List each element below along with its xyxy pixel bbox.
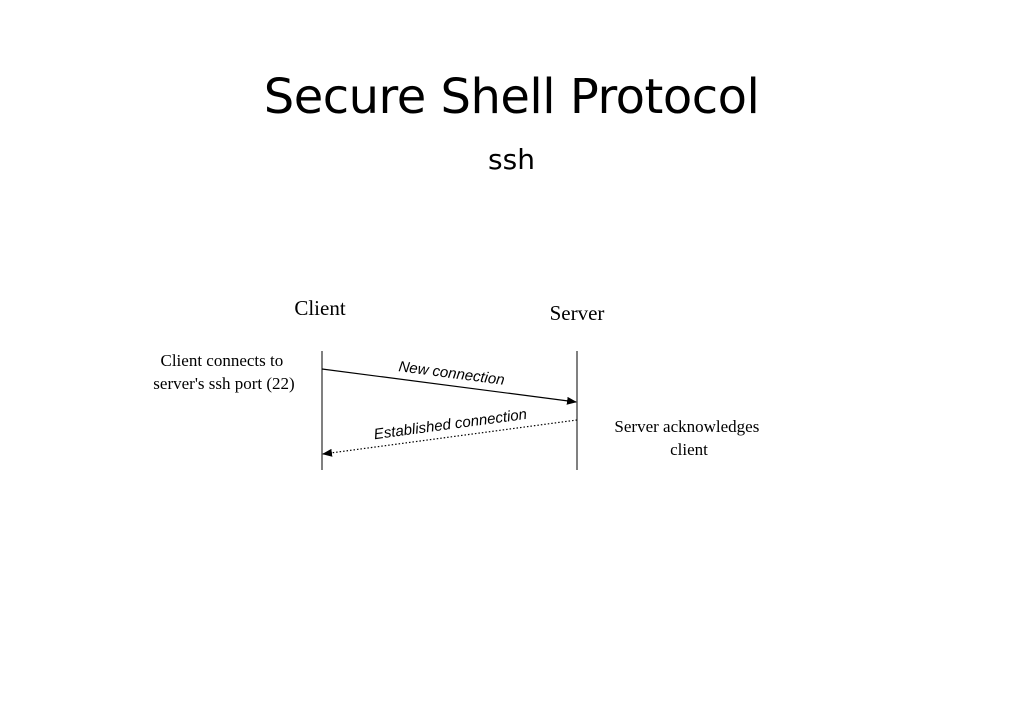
client-note: Client connects to server's ssh port (22… — [153, 351, 294, 393]
client-note-line-2: server's ssh port (22) — [153, 374, 294, 393]
slide-title: Secure Shell Protocol — [263, 69, 760, 125]
server-label: Server — [550, 301, 605, 325]
client-label: Client — [294, 296, 345, 320]
new-connection-arrow — [321, 368, 577, 405]
client-note-line-1: Client connects to — [160, 351, 283, 370]
server-note: Server acknowledges client — [614, 417, 763, 459]
server-note-line-2: client — [670, 440, 708, 459]
established-connection-arrow — [322, 419, 578, 457]
established-connection-label: Established connection — [373, 406, 528, 443]
server-note-line-1: Server acknowledges — [614, 417, 759, 436]
new-connection-label: New connection — [398, 358, 506, 389]
slide-subtitle: ssh — [488, 143, 535, 176]
